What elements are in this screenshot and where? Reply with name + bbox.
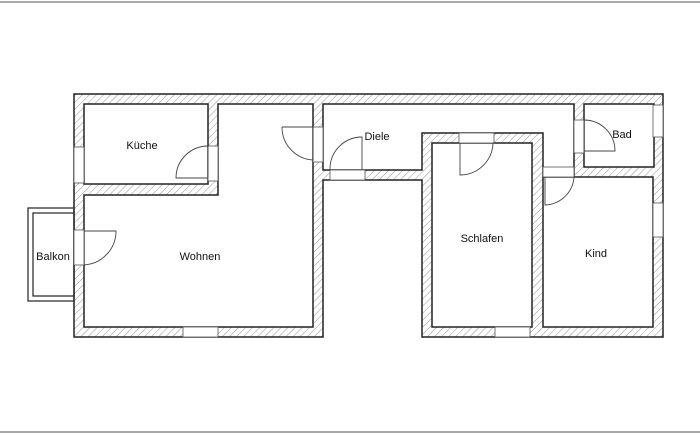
door-opening-wohnen [312, 126, 324, 163]
door-balkon-icon [83, 230, 117, 266]
door-opening-schlafen [458, 132, 495, 144]
label-diele: Diele [364, 131, 389, 143]
door-opening-balkon [73, 229, 85, 266]
door-opening-diele [329, 169, 366, 181]
door-kind-icon [544, 176, 575, 206]
door-bad-icon [583, 119, 616, 152]
door-schlafen-icon [459, 142, 494, 176]
door-opening-bad [573, 119, 585, 154]
door-diele-icon [329, 136, 363, 171]
door-opening-kueche [207, 145, 219, 182]
label-balkon: Balkon [36, 251, 70, 263]
window-schlafen [494, 326, 531, 338]
door-opening-kind [542, 166, 575, 178]
room-kind [542, 176, 654, 328]
room-schlafen [431, 142, 533, 328]
label-kueche: Küche [126, 140, 157, 152]
door-wohnen-icon [281, 126, 314, 161]
door-kueche-icon [175, 145, 209, 179]
room-wohnen [83, 103, 314, 328]
label-bad: Bad [612, 129, 632, 141]
room-kueche [83, 103, 209, 185]
label-schlafen: Schlafen [461, 233, 504, 245]
label-wohnen: Wohnen [180, 251, 221, 263]
window-kueche [73, 146, 85, 184]
window-bad [652, 104, 664, 138]
window-kind [652, 202, 664, 238]
window-wohnen [182, 326, 219, 338]
room-balkon [32, 212, 75, 297]
label-kind: Kind [585, 248, 607, 260]
